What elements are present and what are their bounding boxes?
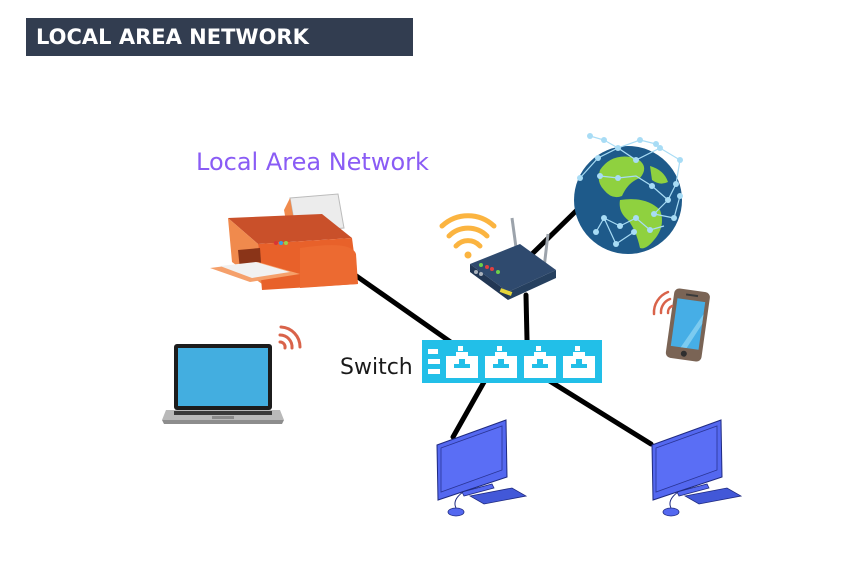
diagram-heading: Local Area Network: [196, 148, 429, 176]
wireless-signal-icon: [278, 325, 302, 350]
connection-switch-desktop-1: [450, 379, 487, 440]
connection-router-internet: [529, 207, 580, 257]
switch-port: [446, 346, 478, 378]
page-title: LOCAL AREA NETWORK: [26, 18, 413, 56]
network-switch-icon: [422, 340, 602, 383]
wifi-router-icon: [439, 213, 556, 300]
connection-printer-switch: [352, 272, 455, 346]
wireless-signal-icon: [652, 290, 674, 316]
switch-label: Switch: [340, 355, 413, 380]
connections: [352, 207, 654, 447]
printer-icon: [210, 193, 358, 290]
switch-ports: [446, 346, 595, 378]
switch-port: [524, 346, 556, 378]
globe-icon: [574, 133, 683, 254]
switch-port: [563, 346, 595, 378]
laptop-icon: [162, 325, 302, 424]
wifi-signal-icon: [439, 213, 497, 259]
smartphone-icon: [652, 288, 710, 362]
desktop-computer-icon: [436, 419, 528, 517]
connection-router-switch: [523, 292, 530, 343]
desktop-computer-icon: [651, 419, 743, 517]
connection-switch-desktop-2: [545, 377, 654, 447]
switch-port: [485, 346, 517, 378]
